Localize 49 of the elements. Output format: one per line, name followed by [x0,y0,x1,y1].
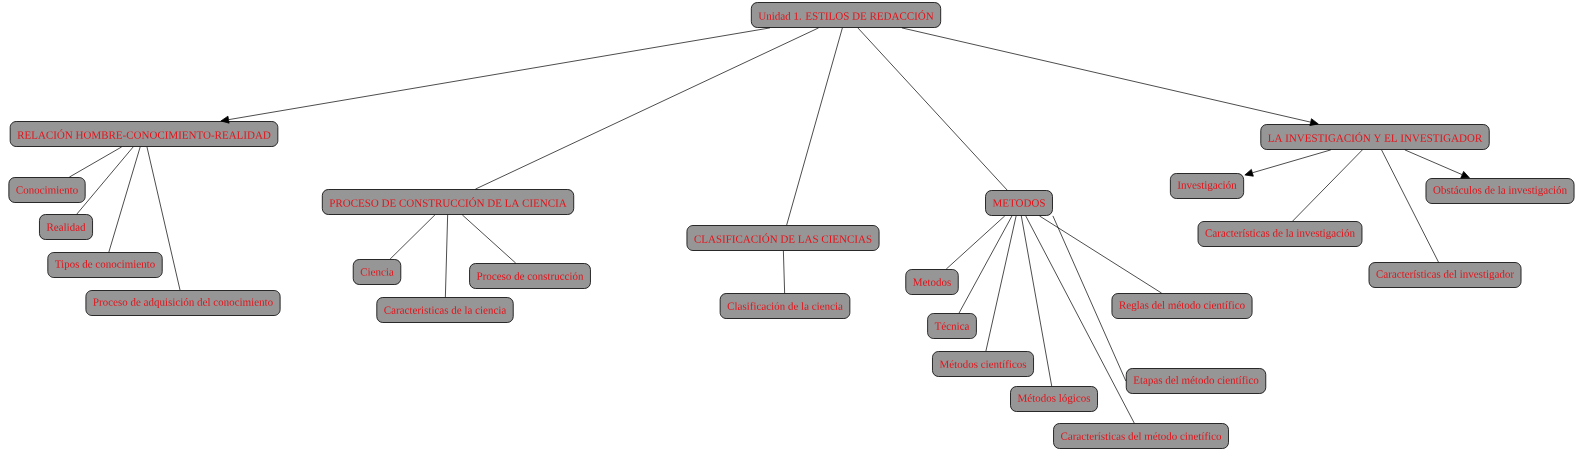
concept-box: Tipos de conocimiento [47,252,163,278]
arrow [901,27,1319,126]
connector-line [1052,215,1127,382]
concept-box: Unidad 1. ESTILOS DE REDACCIÓN [750,2,942,28]
connector-line [1292,149,1363,222]
arrow [1404,149,1470,179]
connector-line [108,146,141,253]
concept-box: Métodos lógicos [1010,386,1098,412]
concept-box: Proceso de adquisición del conocimiento [85,290,281,316]
concept-box: Reglas del método científico [1111,293,1253,319]
connector-line [389,214,436,260]
connector-line [146,146,181,291]
concept-box: CLASIFICACIÓN DE LAS CIENCIAS [686,225,880,251]
concept-box: PROCESO DE CONSTRUCCIÓN DE LA CIENCIA [321,189,575,215]
connector-line [857,27,1008,191]
connector-line [475,27,819,190]
concept-box: Caracteristicas de la ciencia [376,297,514,323]
concept-box: RELACIÓN HOMBRE-CONOCIMIENTO-REALIDAD [9,121,279,147]
concept-box: Metodos [905,269,959,295]
concept-box: Ciencia [352,259,402,285]
concept-box: Técnica [927,313,977,339]
connector-line [945,215,1006,270]
connector-line [1381,149,1439,263]
connector-line [76,146,134,215]
concept-box: METODOS [985,190,1053,216]
concept-box: Conocimiento [8,177,86,203]
concept-box: Características del método cinetífico [1053,423,1229,449]
arrow [1244,149,1332,177]
concept-box: Investigación [1170,173,1245,199]
connector-line [445,214,448,298]
connector-line [1020,215,1053,387]
connector-line [69,146,122,178]
concept-box: LA INVESTIGACIÓN Y EL INVESTIGADOR [1260,124,1490,150]
connector-line [461,214,517,264]
arrow [220,27,771,124]
connector-line [786,27,843,226]
concept-box: Clasificación de la ciencia [719,293,851,319]
concept-box: Métodos científicos [932,351,1034,377]
connector-line [1039,215,1162,294]
connector-line [958,215,1013,314]
connector-line [783,250,785,294]
concept-box: Realidad [39,214,93,240]
concept-box: Características de la investigación [1197,221,1363,247]
concept-box: Etapas del método científico [1125,368,1267,394]
concept-box: Obstáculos de la investigación [1425,178,1575,204]
concept-box: Proceso de construcción [469,263,591,289]
connector-line [985,215,1017,352]
connector-line [1025,215,1135,424]
concept-box: Características del investigador [1368,262,1522,288]
